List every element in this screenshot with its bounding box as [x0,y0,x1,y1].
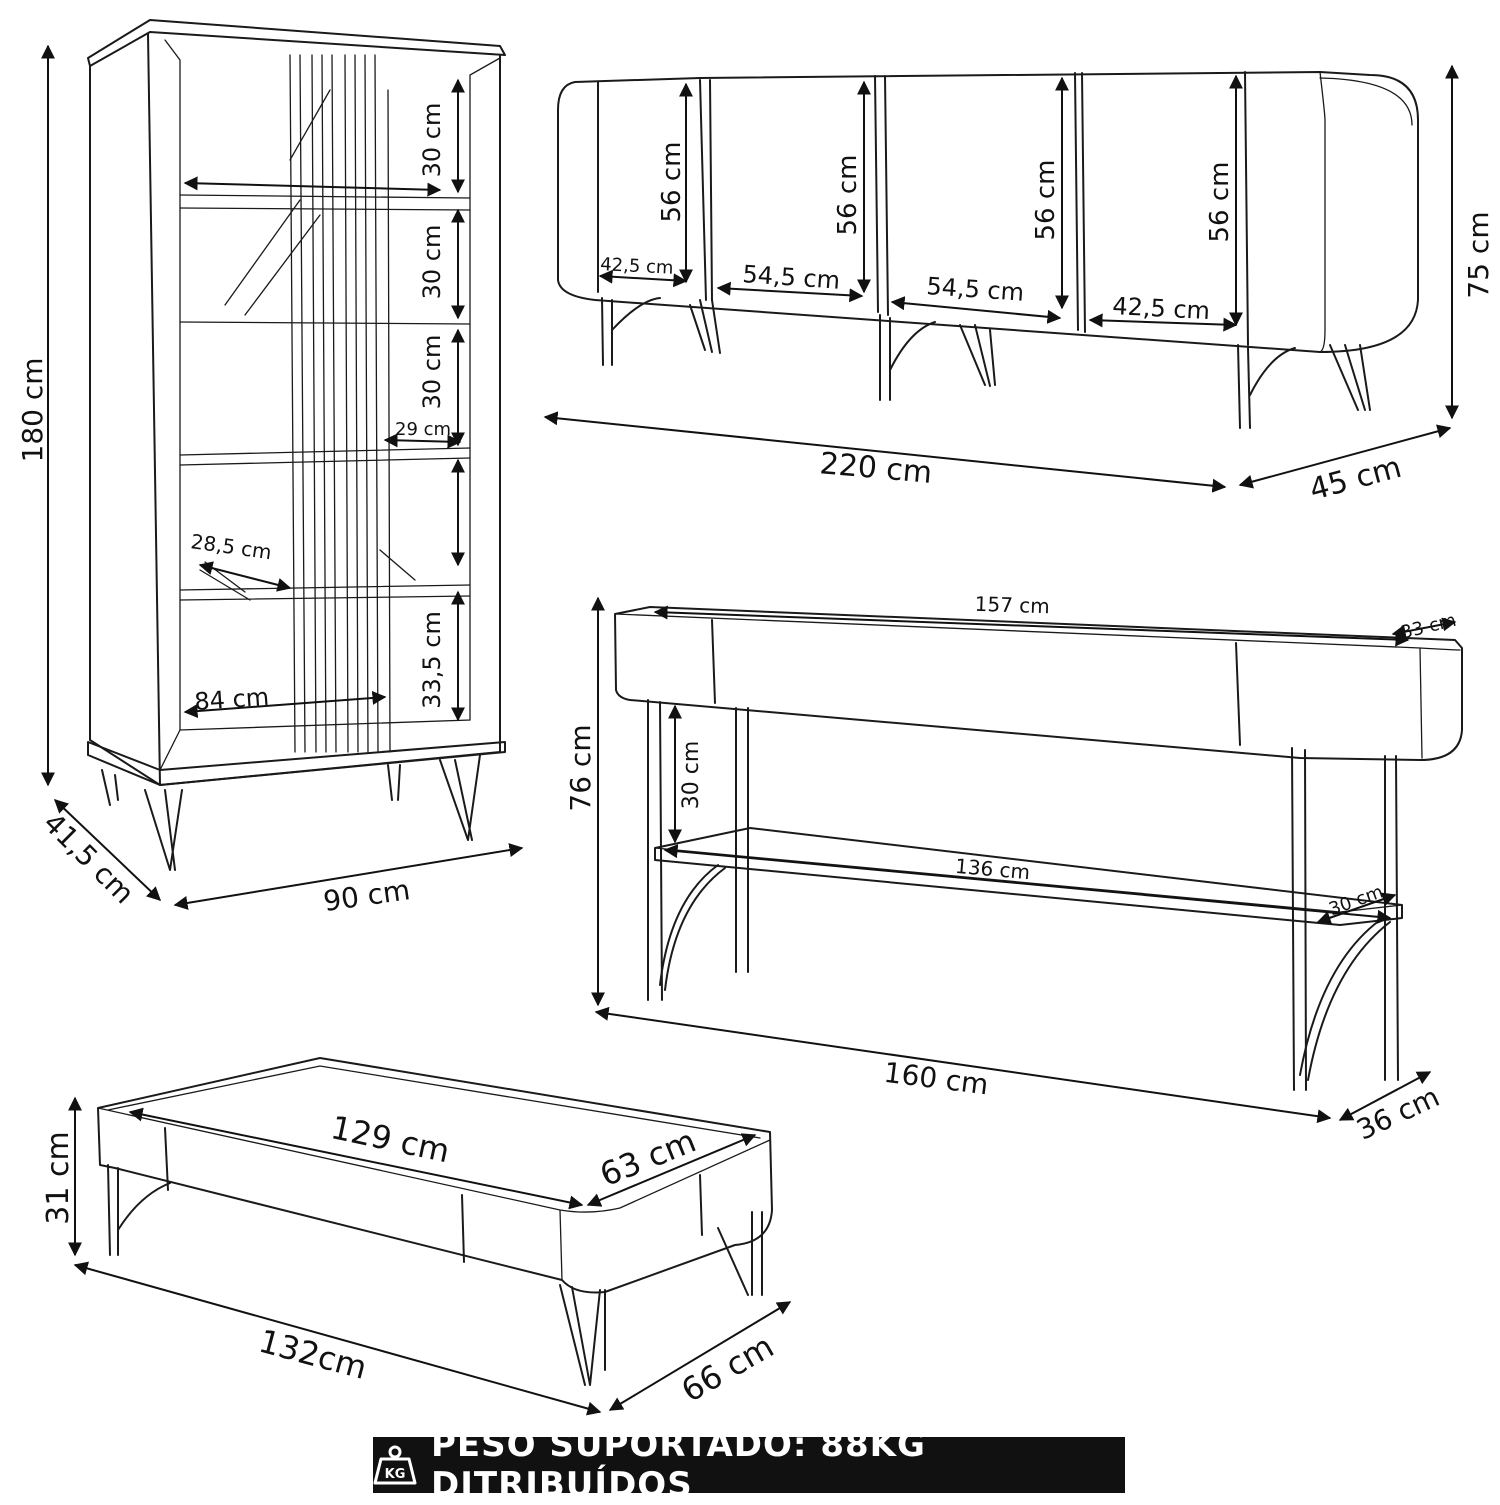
load-capacity-text: PESO SUPORTADO: 88KG DITRIBUÍDOS [431,1425,926,1505]
console-dimension-lines [591,596,1457,1124]
sideboard-door-height-4: 56 cm [1205,162,1235,243]
console-labels: 157 cm 33 cm 76 cm 30 cm 136 cm 30 cm 16… [564,592,1458,1147]
cabinet-shelf-spacing-2: 30 cm [418,225,446,300]
coffee-table-labels: 129 cm 63 cm 31 cm 132cm 66 cm [41,1108,780,1410]
cabinet-depth-label: 41,5 cm [37,806,141,910]
cabinet-shelf-depth-upper: 29 cm [395,419,451,440]
coffee-table-height-label: 31 cm [41,1131,76,1224]
weight-kg-icon: KG [373,1443,417,1487]
console-top-width-label: 157 cm [974,592,1050,619]
coffee-table-dimension-lines [68,1096,792,1416]
sideboard-door-height-2: 56 cm [833,155,863,236]
cabinet-shelf-spacing-1: 30 cm [418,103,446,178]
cabinet-labels: 180 cm 41,5 cm 90 cm 30 cm 30 cm 30 cm 3… [16,103,451,918]
cabinet-shelf-spacing-4: 33,5 cm [418,611,446,709]
sideboard-door-height-3: 56 cm [1031,160,1061,241]
coffee-table [97,1057,773,1386]
sideboard-door-width-4: 42,5 cm [1112,292,1211,325]
console-width-label: 160 cm [882,1056,990,1102]
kg-icon-label: KG [385,1467,406,1482]
cabinet-dimension-lines [41,44,524,910]
cabinet-inner-width: 84 cm [193,683,270,716]
cabinet-shelf-depth-lower: 28,5 cm [189,529,273,564]
console-shelf-gap-label: 30 cm [679,741,704,810]
sideboard-dimension-lines [543,64,1459,493]
sideboard-height-label: 75 cm [1462,211,1495,298]
console-shelf-width-label: 136 cm [954,854,1031,884]
sideboard [557,71,1419,429]
cabinet-shelf-spacing-3: 30 cm [418,335,446,410]
sideboard-depth-label: 45 cm [1306,450,1405,508]
coffee-table-top-depth-label: 63 cm [595,1122,702,1195]
sideboard-door-height-1: 56 cm [657,142,687,223]
console-table [614,606,1463,1091]
cabinet-height-label: 180 cm [16,357,49,462]
sideboard-door-width-1: 42,5 cm [600,254,674,279]
load-capacity-banner: KG PESO SUPORTADO: 88KG DITRIBUÍDOS [373,1425,1125,1505]
sideboard-door-width-3: 54,5 cm [926,272,1025,307]
display-cabinet [87,19,506,871]
sideboard-width-label: 220 cm [818,446,933,491]
sideboard-door-width-2: 54,5 cm [742,260,841,295]
cabinet-width-label: 90 cm [321,873,412,918]
console-height-label: 76 cm [564,724,597,811]
coffee-table-top-width-label: 129 cm [328,1108,453,1170]
